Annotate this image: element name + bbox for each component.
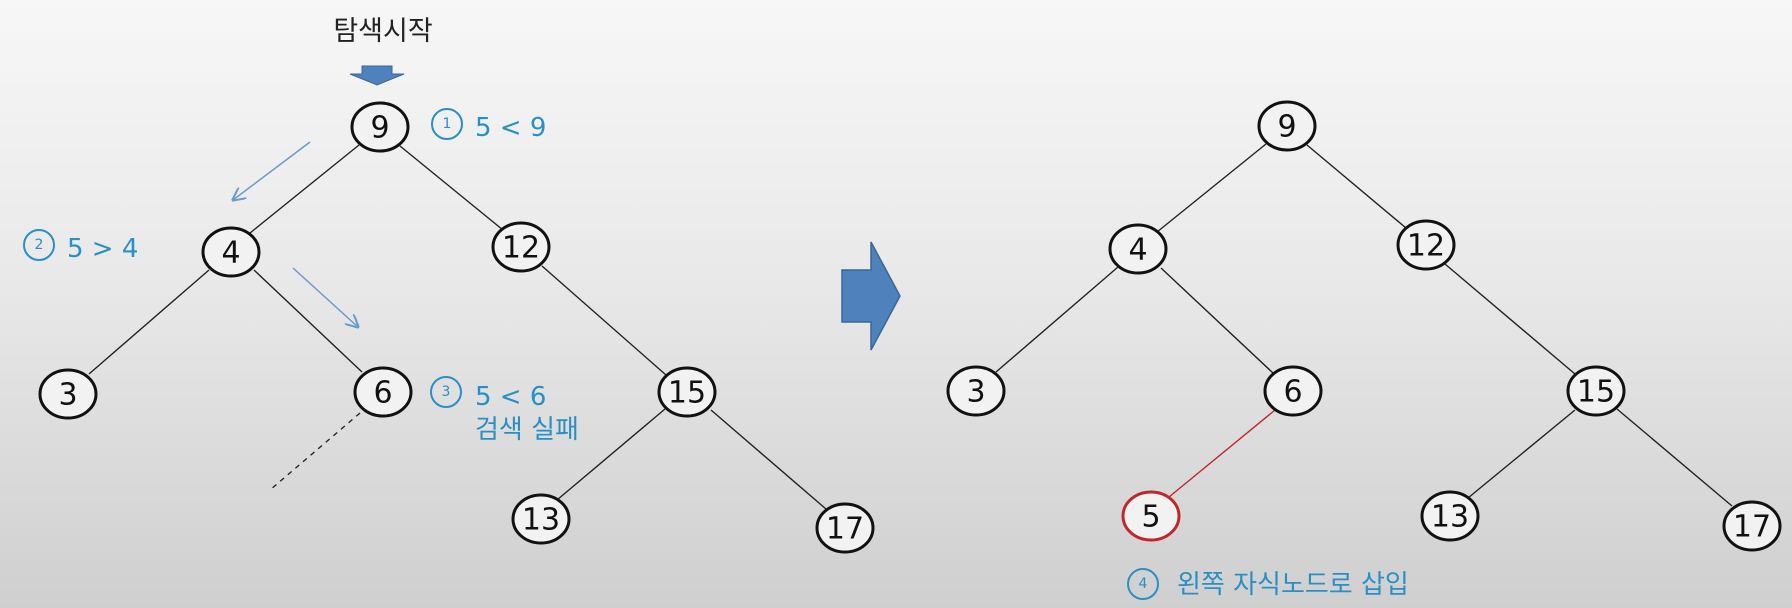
node-6: 6 bbox=[353, 366, 413, 418]
svg-text:4: 4 bbox=[1128, 233, 1147, 268]
step-3-annotation: 3 5 < 6 검색 실패 bbox=[430, 376, 579, 445]
svg-text:4: 4 bbox=[221, 236, 240, 271]
edge-4-3-after bbox=[995, 266, 1119, 373]
edge-9-4 bbox=[249, 144, 360, 234]
direction-arrow-left bbox=[233, 141, 311, 200]
svg-text:3: 3 bbox=[58, 378, 77, 413]
step-4-annotation: 4 왼쪽 자식노드로 삽입 bbox=[1127, 568, 1409, 600]
node-15-after: 15 bbox=[1566, 365, 1626, 417]
step-3-text: 5 < 6 bbox=[475, 382, 546, 412]
edge-4-6 bbox=[253, 269, 363, 373]
step-3-subtext: 검색 실패 bbox=[475, 415, 579, 445]
svg-text:6: 6 bbox=[373, 376, 392, 411]
node-12: 12 bbox=[491, 221, 551, 273]
svg-text:3: 3 bbox=[442, 384, 451, 400]
edge-6-5-after bbox=[1168, 409, 1276, 498]
edge-12-15 bbox=[541, 265, 667, 376]
before-tree-edges bbox=[88, 144, 827, 510]
svg-text:9: 9 bbox=[370, 111, 389, 146]
edge-15-17 bbox=[710, 409, 827, 510]
edge-4-3 bbox=[88, 269, 210, 375]
node-17: 17 bbox=[815, 502, 875, 554]
transition-arrow-icon bbox=[841, 241, 901, 351]
svg-text:17: 17 bbox=[826, 512, 864, 547]
edge-9-12 bbox=[399, 145, 504, 231]
step-4-badge bbox=[1127, 568, 1159, 600]
node-12-after: 12 bbox=[1396, 219, 1456, 271]
node-5-inserted: 5 bbox=[1121, 490, 1181, 542]
after-tree-nodes: 9 4 12 3 6 15 5 13 bbox=[946, 100, 1782, 552]
step-1-annotation: 1 5 < 9 bbox=[431, 108, 546, 143]
step-1-text: 5 < 9 bbox=[475, 113, 546, 143]
edge-9-12-after bbox=[1306, 144, 1407, 229]
edge-12-15-after bbox=[1444, 263, 1576, 375]
svg-text:5: 5 bbox=[1141, 500, 1160, 535]
step-4-text: 왼쪽 자식노드로 삽입 bbox=[1177, 570, 1409, 600]
svg-text:13: 13 bbox=[1431, 500, 1469, 535]
step-2-badge bbox=[23, 229, 55, 261]
node-9-after: 9 bbox=[1257, 100, 1317, 152]
node-4: 4 bbox=[201, 226, 261, 278]
svg-text:12: 12 bbox=[1407, 229, 1445, 264]
step-3-badge bbox=[430, 376, 462, 408]
step-1-badge bbox=[431, 108, 463, 140]
edge-9-4-after bbox=[1156, 143, 1267, 233]
svg-text:3: 3 bbox=[966, 375, 985, 410]
search-start-label: 탐색시작 bbox=[333, 16, 432, 47]
node-6-after: 6 bbox=[1263, 365, 1323, 417]
svg-text:13: 13 bbox=[522, 503, 560, 538]
node-3-after: 3 bbox=[946, 365, 1006, 417]
node-4-after: 4 bbox=[1108, 223, 1168, 275]
edge-4-6-after bbox=[1160, 267, 1274, 374]
node-3: 3 bbox=[38, 368, 98, 420]
after-tree-edges bbox=[995, 143, 1733, 507]
edge-15-17-after bbox=[1616, 408, 1733, 507]
svg-text:2: 2 bbox=[35, 237, 44, 253]
node-13: 13 bbox=[511, 493, 571, 545]
node-13-after: 13 bbox=[1420, 490, 1480, 542]
svg-text:12: 12 bbox=[502, 231, 540, 266]
svg-text:4: 4 bbox=[1139, 576, 1148, 592]
search-start-arrow-icon bbox=[349, 65, 405, 86]
svg-text:15: 15 bbox=[1577, 375, 1615, 410]
svg-text:1: 1 bbox=[443, 116, 452, 132]
svg-text:15: 15 bbox=[668, 376, 706, 411]
node-17-after: 17 bbox=[1722, 500, 1782, 552]
svg-text:9: 9 bbox=[1277, 110, 1296, 145]
svg-text:17: 17 bbox=[1733, 510, 1771, 545]
node-9: 9 bbox=[350, 101, 410, 153]
edge-6-missing-child bbox=[269, 412, 361, 491]
edge-15-13-after bbox=[1467, 409, 1576, 499]
step-2-annotation: 2 5 > 4 bbox=[23, 229, 138, 264]
step-2-text: 5 > 4 bbox=[67, 234, 138, 264]
direction-arrow-right bbox=[292, 267, 358, 327]
before-tree-nodes: 9 4 12 3 6 15 13 17 bbox=[38, 101, 875, 554]
svg-text:6: 6 bbox=[1283, 375, 1302, 410]
edge-15-13 bbox=[556, 408, 666, 501]
node-15: 15 bbox=[657, 366, 717, 418]
